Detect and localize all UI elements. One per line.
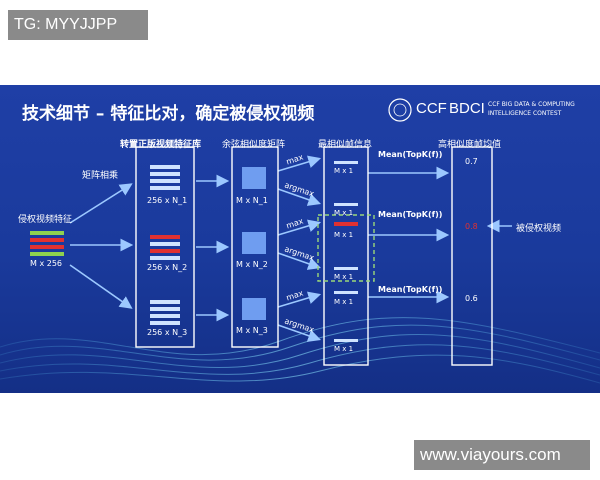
logo-ccf: CCF: [416, 100, 447, 117]
library-bars-2: [150, 235, 180, 260]
library-box: [135, 146, 195, 348]
frame-dim-3: M x 1: [334, 231, 354, 239]
frame-bars: [334, 161, 358, 342]
label-cosine: 余弦相似度矩阵: [222, 140, 286, 150]
label-matmul: 矩阵相乘: [82, 171, 119, 181]
library-dim-1: 256 x N_1: [147, 196, 188, 205]
mean-label-3: Mean(TopK(f)): [378, 285, 443, 294]
label-maxframe: 最相似帧信息: [318, 140, 373, 150]
sim-dim-1: M x N_1: [236, 196, 268, 205]
logo-line2: INTELLIGENCE CONTEST: [488, 110, 562, 117]
arrow-argmax-2: [277, 252, 322, 270]
arrow-max-2: [277, 219, 322, 236]
score-2: 0.8: [465, 222, 478, 231]
contest-seal-icon: [388, 98, 412, 122]
label-query: 侵权视频特征: [18, 215, 73, 225]
frame-dim-6: M x 1: [334, 345, 354, 353]
logo-line1: CCF BIG DATA & COMPUTING: [488, 101, 575, 108]
label-infringed: 被侵权视频: [516, 224, 562, 234]
label-query-dim: M x 256: [30, 259, 62, 268]
mean-label-2: Mean(TopK(f)): [378, 210, 443, 219]
frame-info-box: [323, 146, 369, 366]
label-avgsim: 高相似度帧均值: [438, 140, 502, 150]
similarity-box: [231, 146, 279, 348]
label-library: 转置正版视频特征库: [120, 140, 202, 150]
library-dim-2: 256 x N_2: [147, 263, 188, 272]
sim-block-1: [242, 167, 266, 189]
query-feature-block: [30, 231, 64, 256]
frame-dim-5: M x 1: [334, 298, 354, 306]
library-bars-3: [150, 300, 180, 325]
logo-bdci: BDCI: [449, 100, 485, 117]
arrow-query-to-lib3: [69, 264, 133, 309]
watermark-bottom: www.viayours.com: [414, 440, 590, 470]
score-box: [451, 146, 493, 366]
frame-dim-2: M x 1: [334, 209, 354, 217]
score-3: 0.6: [465, 294, 478, 303]
arrow-max-3: [277, 291, 322, 308]
frame-dim-4: M x 1: [334, 273, 354, 281]
arrow-max-1: [277, 155, 322, 172]
slide: 技术细节 – 特征比对，确定被侵权视频 CCF BDCI CCF BIG DAT…: [0, 85, 600, 393]
arrow-argmax-3: [277, 324, 322, 342]
sim-block-2: [242, 232, 266, 254]
slide-title: 技术细节 – 特征比对，确定被侵权视频: [22, 104, 315, 124]
mean-label-1: Mean(TopK(f)): [378, 150, 443, 159]
dashed-highlight-box: [317, 214, 375, 282]
slide-graphics: [0, 98, 600, 384]
arrow-query-to-lib1: [69, 183, 133, 224]
sim-block-3: [242, 298, 266, 320]
watermark-top: TG: MYYJJPP: [8, 10, 148, 40]
library-dim-3: 256 x N_3: [147, 328, 188, 337]
library-bars-1: [150, 165, 180, 190]
frame-dim-1: M x 1: [334, 167, 354, 175]
score-1: 0.7: [465, 157, 478, 166]
sim-dim-2: M x N_2: [236, 260, 268, 269]
frame-bar-highlight: [334, 222, 358, 226]
arrow-argmax-1: [277, 188, 322, 206]
sim-dim-3: M x N_3: [236, 326, 268, 335]
